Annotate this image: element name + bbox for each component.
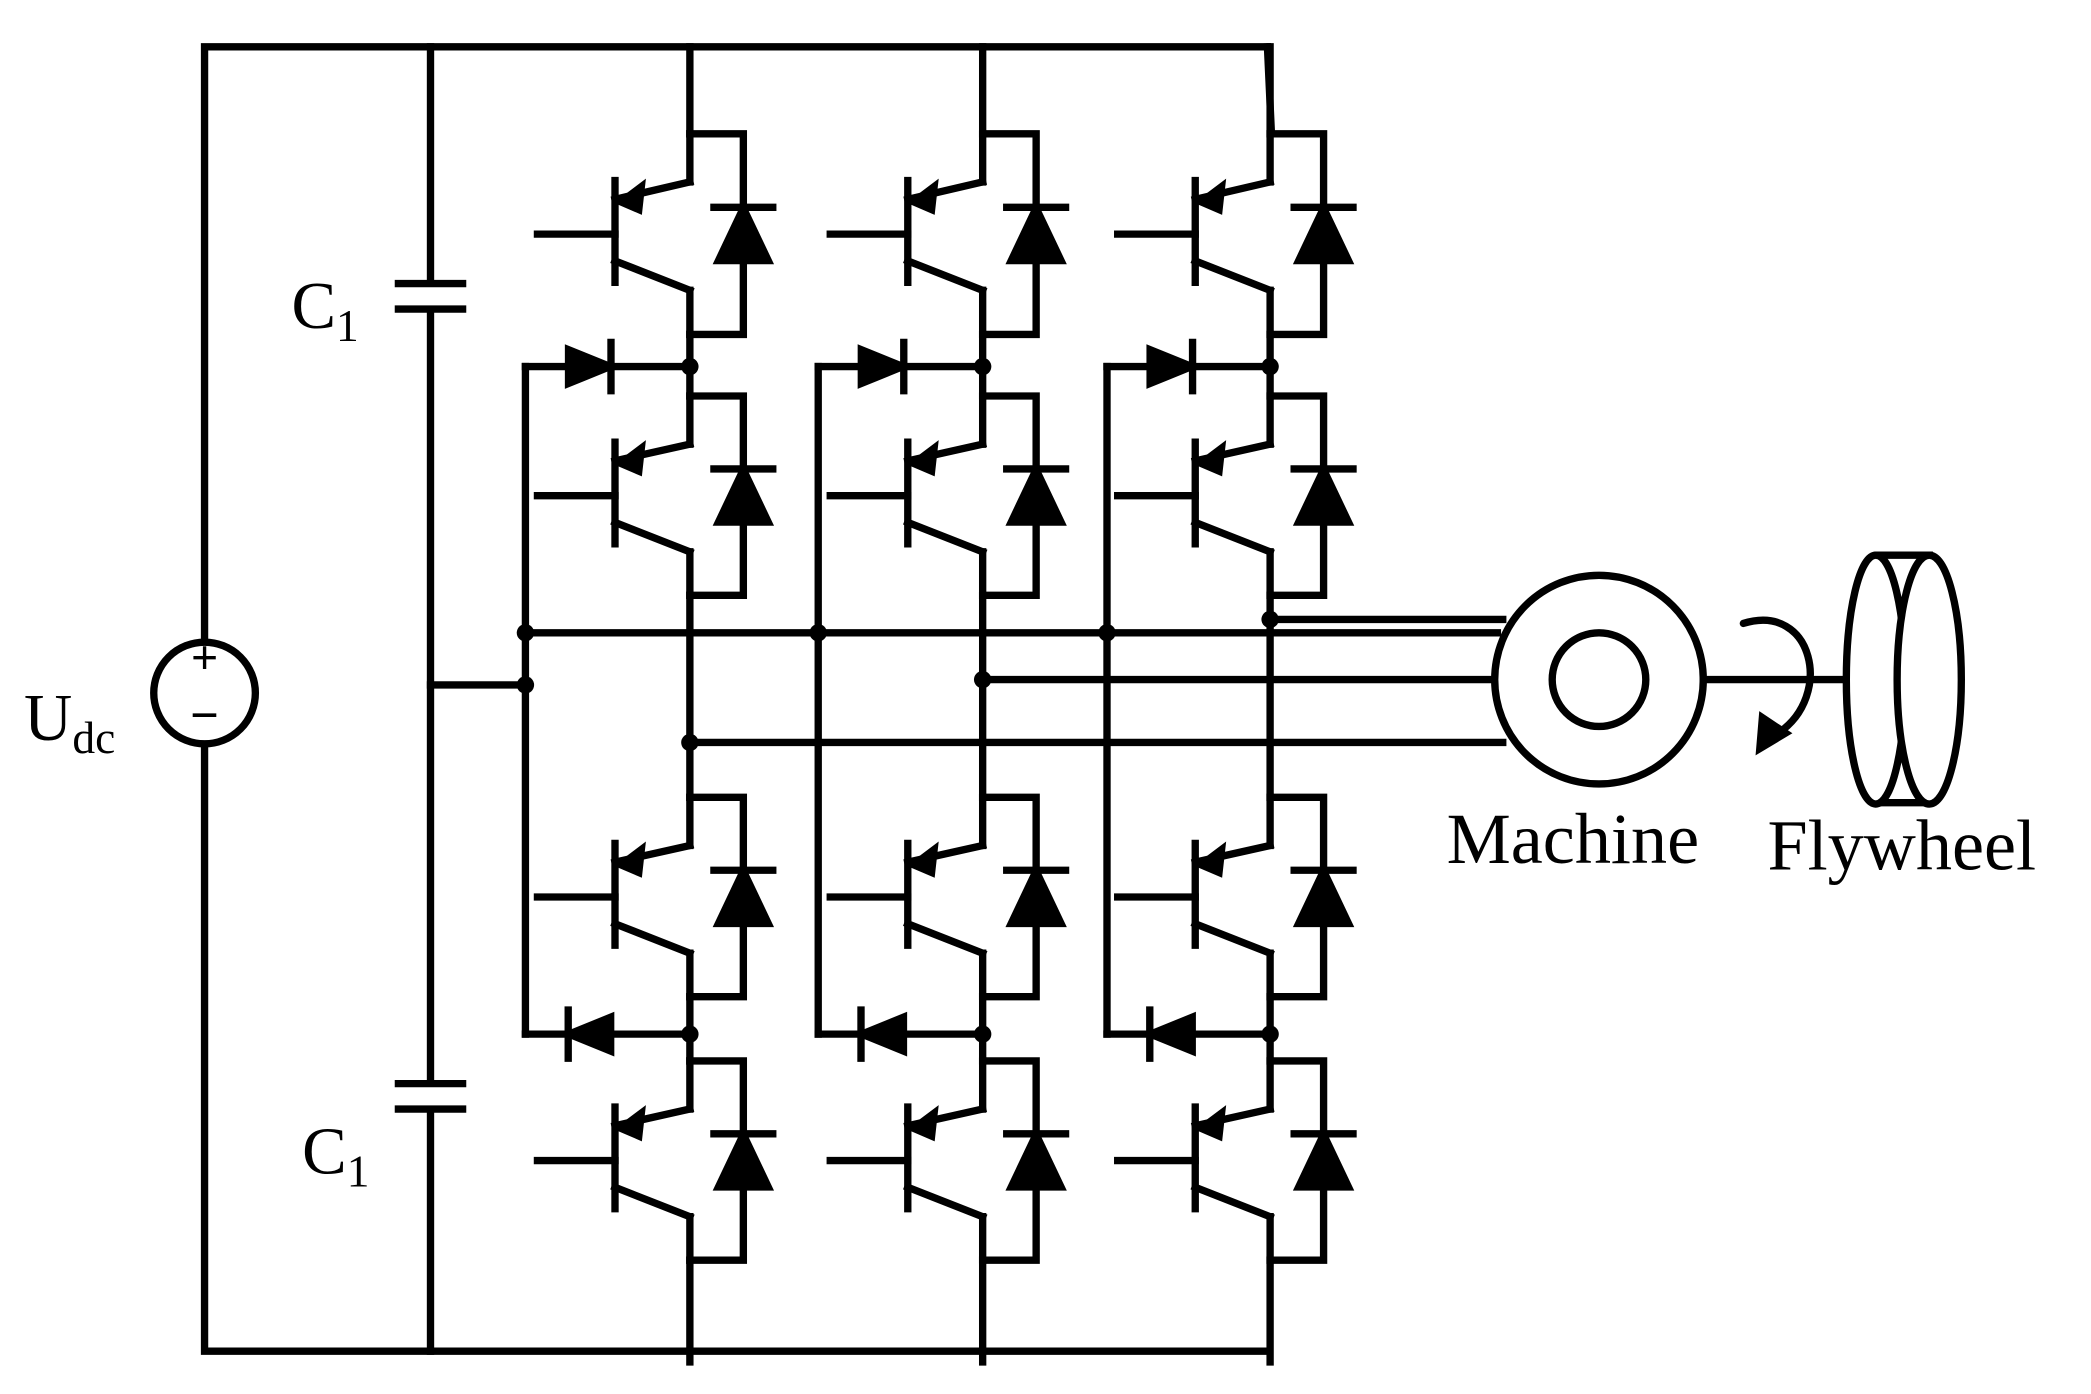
emitter-slant [903, 918, 988, 958]
diode-icon [1292, 862, 1355, 928]
junction-dot [973, 357, 992, 376]
emitter-slant [903, 1182, 988, 1222]
emitter-slant [610, 256, 695, 296]
igbt-switch-b1 [826, 130, 1070, 339]
diode-icon [712, 1126, 775, 1191]
diode-icon [1005, 199, 1067, 265]
igbt-arrow-icon [1193, 178, 1227, 215]
junction-dot [1261, 357, 1279, 376]
junction-dots [516, 357, 1279, 1043]
junction-dot [516, 624, 535, 642]
cap-top-main: C [291, 269, 336, 343]
machine-symbol [1491, 571, 1856, 788]
igbt-arrow-icon [613, 1105, 646, 1142]
diode-icon [712, 199, 775, 265]
capacitor-top-label: C1 [291, 269, 358, 351]
components [394, 130, 1357, 1264]
igbt-switch-c2 [1114, 392, 1357, 600]
igbt-arrow-icon [613, 440, 646, 477]
emitter-slant [610, 517, 695, 557]
emitter-slant [903, 256, 988, 296]
junction-dot [809, 624, 827, 642]
igbt-arrow-icon [1193, 841, 1227, 878]
source-minus-sign: − [190, 687, 219, 743]
diode-icon [1005, 1126, 1067, 1191]
igbt-switch-c4 [1114, 1057, 1357, 1264]
emitter-slant [610, 1182, 695, 1222]
cap-bottom-subscript: 1 [347, 1146, 370, 1197]
flywheel-symbol [1842, 551, 1965, 808]
capacitor-bottom-label: C1 [302, 1114, 369, 1196]
clamp-diode-b-bottom [814, 1006, 987, 1062]
igbt-arrow-icon [1193, 1105, 1227, 1142]
junction-dot [681, 357, 699, 376]
diode-icon [1292, 199, 1355, 265]
rotation-arrow-icon [1739, 616, 1814, 756]
junction-dot [681, 1025, 699, 1043]
source-label: Udc [24, 681, 115, 763]
emitter-slant [903, 517, 988, 557]
source-label-subscript: dc [72, 712, 115, 763]
emitter-slant [1190, 517, 1275, 557]
emitter-slant [1190, 1182, 1275, 1222]
igbt-switch-a1 [533, 130, 777, 339]
diode-icon [852, 1011, 908, 1057]
junction-dot [1098, 624, 1116, 642]
igbt-switch-a3 [533, 793, 777, 1001]
igbt-switch-c1 [1114, 130, 1357, 339]
diode-icon [1292, 1126, 1355, 1191]
igbt-switch-b4 [826, 1057, 1070, 1264]
cap-bottom-main: C [302, 1114, 347, 1188]
dc-bus-bottom [200, 740, 1272, 1355]
diode-icon [1292, 461, 1355, 526]
cap-top-subscript: 1 [336, 300, 359, 351]
diode-icon [1146, 344, 1202, 389]
source-label-main: U [24, 681, 72, 755]
diode-icon [712, 461, 775, 526]
igbt-switch-a4 [533, 1057, 777, 1264]
junction-dot [973, 1025, 992, 1043]
emitter-slant [610, 918, 695, 958]
junction-dot [516, 676, 535, 694]
diode-icon [1005, 862, 1067, 928]
igbt-arrow-icon [613, 178, 646, 215]
diode-icon [712, 862, 775, 928]
igbt-arrow-icon [613, 841, 646, 878]
clamp-diode-c-top [1103, 338, 1274, 395]
wiring [200, 42, 1507, 1366]
junction-dot [681, 733, 699, 752]
diode-icon [559, 1011, 615, 1057]
dc-bus-top [200, 43, 1272, 646]
igbt-arrow-icon [1193, 440, 1227, 477]
igbt-switch-b3 [826, 793, 1070, 1001]
diode-icon [857, 344, 913, 389]
machine-label: Machine [1447, 799, 1700, 879]
igbt-arrow-icon [906, 1105, 939, 1142]
clamp-diode-c-bottom [1103, 1006, 1274, 1062]
clamp-diode-a-top [521, 338, 694, 395]
igbt-switch-a2 [533, 392, 777, 600]
junction-dot [1261, 1025, 1279, 1043]
source-plus-sign: + [191, 632, 218, 685]
igbt-switch-c3 [1114, 793, 1357, 1001]
dc-voltage-source: + − [150, 632, 260, 748]
flywheel-label: Flywheel [1767, 806, 2036, 886]
igbt-switch-b2 [826, 392, 1070, 600]
emitter-slant [1190, 256, 1275, 296]
junction-dot [1261, 610, 1279, 629]
diode-icon [1140, 1011, 1196, 1057]
emitter-slant [1190, 918, 1275, 958]
junction-dot [973, 670, 992, 689]
igbt-arrow-icon [906, 841, 939, 878]
igbt-arrow-icon [906, 178, 939, 215]
diode-icon [564, 344, 620, 389]
diode-icon [1005, 461, 1067, 526]
clamp-diode-a-bottom [521, 1006, 694, 1062]
igbt-arrow-icon [906, 440, 939, 477]
clamp-diode-b-top [814, 338, 987, 395]
